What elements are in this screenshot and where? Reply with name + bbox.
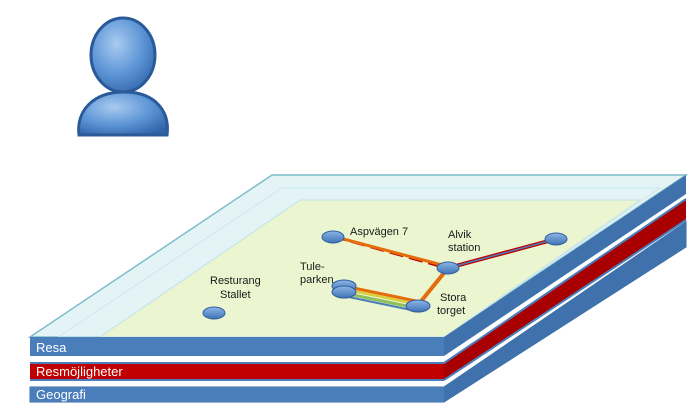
layer-resa (27, 174, 689, 356)
layer-label-geografi: Geografi (36, 387, 86, 402)
layer-labels: Resa Resmöjligheter Geografi (36, 340, 123, 402)
layer-geografi (29, 221, 687, 403)
route-aspvagen-alvik (331, 234, 447, 268)
layer-label-resmojligheter: Resmöjligheter (36, 364, 123, 379)
nodes (202, 230, 568, 320)
route-alvik-stora (416, 266, 450, 307)
routes (331, 234, 557, 312)
label-tule-line2: parken (300, 274, 334, 286)
label-stora-line1: Stora (440, 292, 467, 304)
user-icon (77, 16, 169, 137)
label-aspvagen: Aspvägen 7 (350, 226, 408, 238)
node-stora-torget (405, 299, 431, 313)
place-labels: Aspvägen 7 Alvik station Resturang Stall… (210, 226, 480, 317)
label-alvik-line2: station (448, 242, 480, 254)
label-alvik-line1: Alvik (448, 229, 472, 241)
label-resturang-line2: Stallet (220, 289, 251, 301)
route-tule-stora-green (343, 291, 417, 310)
route-tule-stora-orange (343, 284, 417, 303)
node-resturang (202, 306, 226, 320)
layer-label-resa: Resa (36, 340, 67, 355)
node-east (544, 232, 568, 246)
node-tuleparken-b (331, 285, 357, 299)
label-tule-line1: Tule- (300, 261, 325, 273)
label-resturang-line1: Resturang (210, 275, 261, 287)
label-stora-line2: torget (437, 305, 465, 317)
route-tule-stora-blue (343, 295, 417, 312)
node-alvik (436, 261, 460, 275)
layer-resmojligheter (30, 198, 687, 381)
node-aspvagen (321, 230, 345, 244)
